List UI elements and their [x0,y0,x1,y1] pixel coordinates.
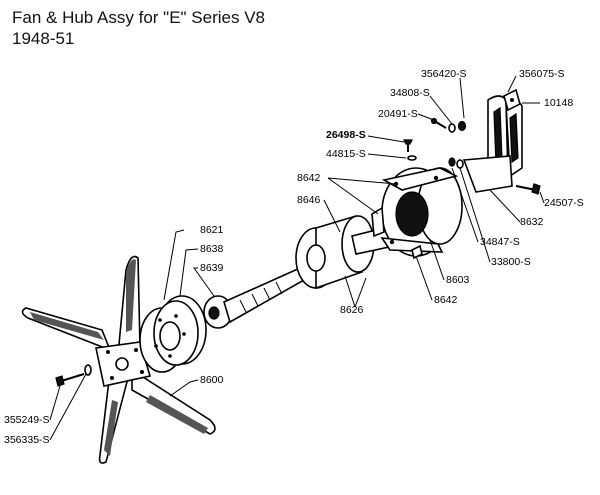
label-8639: 8639 [200,262,224,274]
fan-pulley [139,295,207,373]
label-8638: 8638 [200,243,224,255]
label-8642-gasket-upper: 8642 [297,172,321,184]
label-34808-s: 34808-S [390,87,430,99]
label-8600: 8600 [200,374,224,386]
diagram-title: Fan & Hub Assy for "E" Series V8 [12,8,266,27]
label-8603: 8603 [446,274,470,286]
washer-44815 [407,155,417,161]
label-8626: 8626 [340,304,364,316]
label-33800-s: 33800-S [491,256,531,268]
gasket [411,244,423,260]
gasket [371,206,385,238]
screw-26498 [403,139,413,152]
label-20491-s: 20491-S [378,108,418,120]
label-44815-s: 44815-S [326,148,366,160]
bolt-24507 [515,183,541,195]
diagram-subtitle: 1948-51 [12,29,75,48]
label-24507-s: 24507-S [544,197,584,209]
adjusting-bracket [462,88,523,193]
label-356420-s: 356420-S [421,68,467,80]
leader-lines [49,75,545,441]
label-8621: 8621 [200,224,224,236]
label-8646: 8646 [297,194,321,206]
nut-34847 [448,157,456,167]
label-355249-s: 355249-S [4,414,50,426]
label-26498-s: 26498-S [326,129,366,141]
label-34847-s: 34847-S [480,236,520,248]
label-8632: 8632 [520,216,544,228]
label-356335-s: 356335-S [4,434,50,446]
label-356075-s: 356075-S [519,68,565,80]
fan-bolt [55,373,85,387]
fan-lockwasher [84,364,92,376]
fan-hub-shaft [203,266,305,329]
washer-33800 [456,159,464,169]
fan-support-housing [380,167,463,257]
washer-34808 [448,123,456,133]
fan-blade-assembly [21,255,216,464]
label-10148: 10148 [544,97,573,109]
nut-356420 [457,120,467,132]
label-8642-gasket-lower: 8642 [434,294,458,306]
